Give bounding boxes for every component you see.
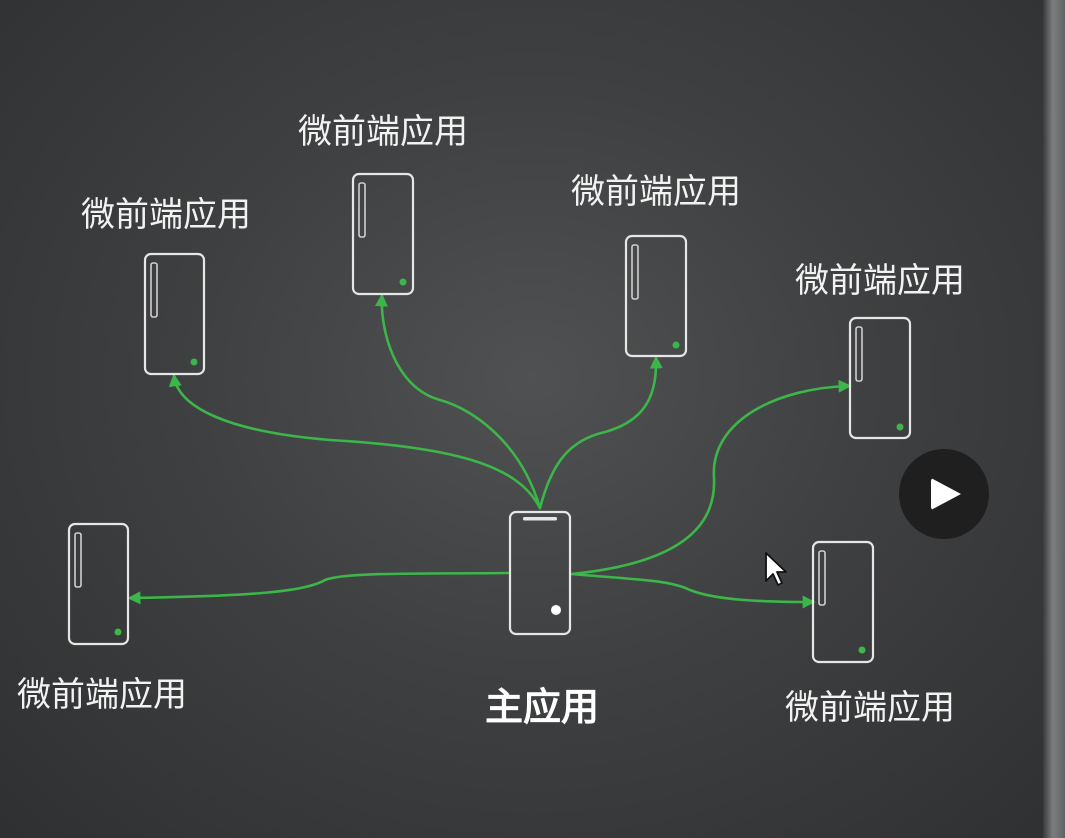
- status-dot: [672, 341, 680, 349]
- micro-app-label: 微前端应用: [785, 688, 955, 728]
- status-dot: [190, 358, 198, 366]
- device-icon: [143, 252, 206, 376]
- status-dot: [399, 278, 407, 286]
- micro-app-label: 微前端应用: [81, 195, 251, 235]
- device-icon: [67, 522, 130, 646]
- link-to-micro-app-3: [538, 355, 663, 510]
- status-dot: [114, 628, 122, 636]
- status-dot: [858, 646, 866, 654]
- main-app-node: 主应用: [485, 510, 599, 729]
- link-to-micro-app-6: [570, 572, 816, 609]
- micro-app-node-3: 微前端应用: [571, 172, 741, 358]
- link-to-micro-app-1: [168, 373, 542, 510]
- link-to-micro-app-5: [127, 571, 510, 605]
- micro-app-node-6: 微前端应用: [785, 540, 955, 728]
- window-edge: [1043, 0, 1065, 838]
- phone-speaker: [523, 517, 557, 521]
- device-icon: [624, 234, 688, 358]
- micro-app-node-4: 微前端应用: [795, 261, 965, 440]
- connections: [127, 293, 852, 609]
- device-icon: [811, 540, 875, 664]
- micro-app-label: 微前端应用: [17, 675, 187, 715]
- micro-app-label: 微前端应用: [571, 172, 741, 212]
- micro-app-node-1: 微前端应用: [81, 195, 251, 376]
- link-to-micro-app-2: [374, 293, 542, 510]
- micro-app-label: 微前端应用: [298, 112, 468, 152]
- micro-app-node-2: 微前端应用: [298, 112, 468, 296]
- status-dot: [896, 423, 904, 431]
- micro-app-label: 微前端应用: [795, 261, 965, 301]
- play-button[interactable]: [899, 449, 989, 539]
- link-to-micro-app-4: [570, 379, 852, 576]
- device-icon: [848, 316, 912, 440]
- device-icon: [351, 172, 415, 296]
- main-app-label: 主应用: [485, 685, 599, 729]
- micro-app-node-5: 微前端应用: [17, 522, 187, 715]
- phone-home-dot: [551, 605, 561, 615]
- mouse-cursor-icon: [765, 552, 787, 586]
- phone-icon: [508, 510, 572, 636]
- play-icon: [931, 478, 961, 510]
